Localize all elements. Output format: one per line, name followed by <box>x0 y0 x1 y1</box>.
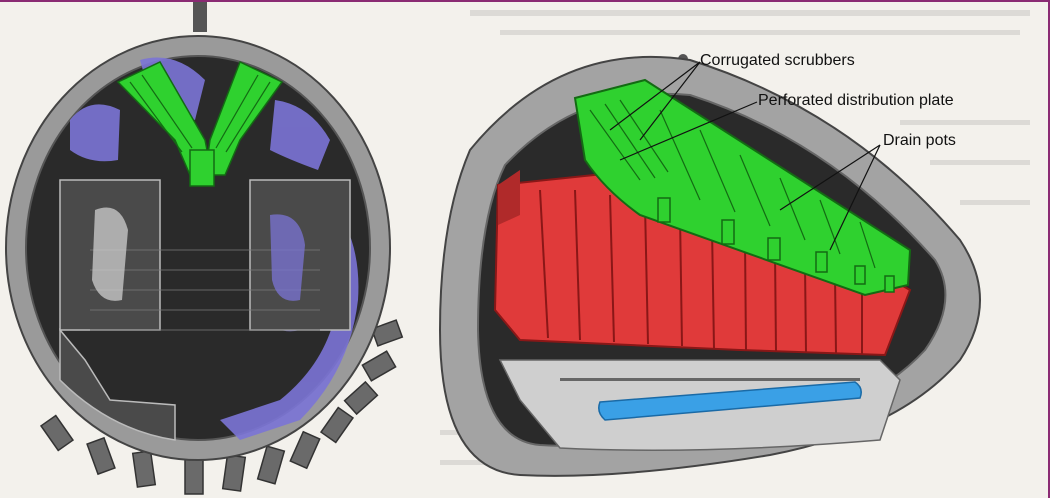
nozzle <box>258 446 285 484</box>
label-perforated-plate: Perforated distribution plate <box>758 92 954 110</box>
drain-pot <box>816 252 827 272</box>
drain-pot <box>658 198 670 222</box>
label-drain-pots: Drain pots <box>883 132 956 150</box>
nozzle <box>321 408 353 443</box>
scrubber-drain-stem <box>190 150 214 186</box>
nozzle <box>345 382 378 414</box>
drain-pot <box>885 276 894 292</box>
nozzle <box>133 451 156 487</box>
top-nozzle <box>193 2 207 32</box>
nozzle <box>87 438 115 474</box>
plate-rivets <box>560 378 860 381</box>
nozzle <box>223 455 246 491</box>
nozzle <box>362 351 395 381</box>
label-corrugated-scrubbers: Corrugated scrubbers <box>700 52 855 70</box>
tube-detail <box>92 208 128 301</box>
drain-pot <box>855 266 865 284</box>
nozzle <box>290 432 319 469</box>
drain-pot <box>768 238 780 260</box>
perspective-cutaway-view <box>440 54 980 476</box>
steam-swirl <box>70 104 120 161</box>
cross-section-view <box>6 2 402 494</box>
nozzle <box>41 416 73 451</box>
drain-pot <box>722 220 734 244</box>
nozzle <box>185 458 203 494</box>
